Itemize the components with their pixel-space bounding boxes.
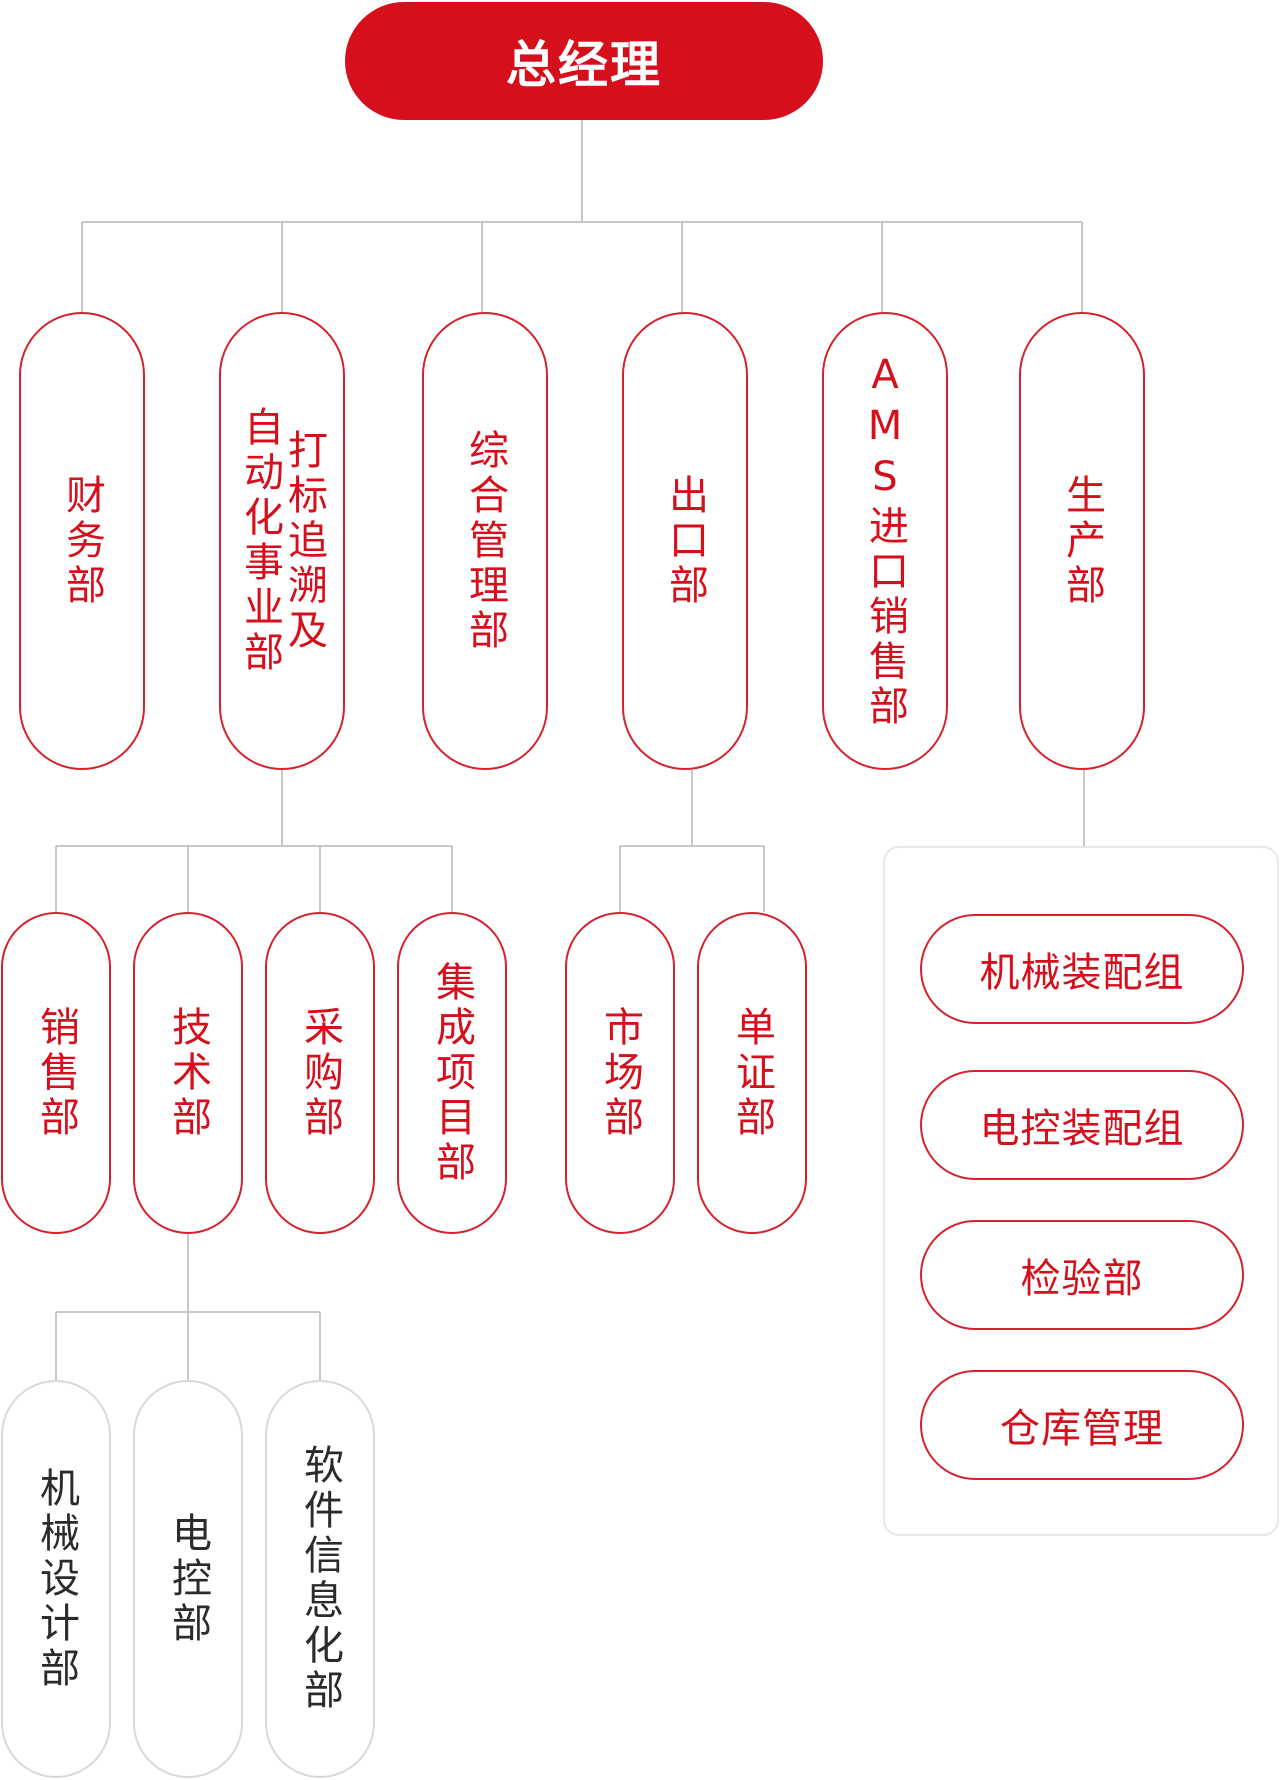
node-electrical-control: 电控部 <box>133 1380 243 1778</box>
node-inspection-label: 检验部 <box>1020 1256 1144 1302</box>
node-mechanical-assembly-label: 机械装配组 <box>979 950 1185 996</box>
node-mechanical-assembly: 机械装配组 <box>920 914 1244 1024</box>
node-warehouse: 仓库管理 <box>920 1370 1244 1480</box>
node-inspection: 检验部 <box>920 1220 1244 1330</box>
node-electrical-control-label: 电控部 <box>165 1511 211 1647</box>
node-tech-label: 技术部 <box>165 1005 211 1141</box>
node-software-it-label: 软件信息化部 <box>297 1444 343 1714</box>
node-sales: 销售部 <box>1 912 111 1234</box>
node-electrical-assembly: 电控装配组 <box>920 1070 1244 1180</box>
node-purchase-label: 采购部 <box>297 1005 343 1141</box>
node-finance-label: 财务部 <box>59 473 105 609</box>
node-automation-text: 打标追溯及 自动化事业部 <box>237 406 327 676</box>
node-purchase: 采购部 <box>265 912 375 1234</box>
node-sales-label: 销售部 <box>33 1005 79 1141</box>
node-integration: 集成项目部 <box>397 912 507 1234</box>
node-documents-label: 单证部 <box>729 1005 775 1141</box>
node-software-it: 软件信息化部 <box>265 1380 375 1778</box>
node-admin-label: 综合管理部 <box>462 428 508 654</box>
node-production: 生产部 <box>1019 312 1145 770</box>
node-automation-label-line2: 自动化事业部 <box>237 406 283 676</box>
node-export: 出口部 <box>622 312 748 770</box>
node-mechanical-design-label: 机械设计部 <box>33 1466 79 1692</box>
node-market-label: 市场部 <box>597 1005 643 1141</box>
node-mechanical-design: 机械设计部 <box>1 1380 111 1778</box>
node-ams: AMS进口销售部 <box>822 312 948 770</box>
node-electrical-assembly-label: 电控装配组 <box>979 1106 1185 1152</box>
node-documents: 单证部 <box>697 912 807 1234</box>
node-export-label: 出口部 <box>662 473 708 609</box>
node-finance: 财务部 <box>19 312 145 770</box>
node-market: 市场部 <box>565 912 675 1234</box>
general-manager-label: 总经理 <box>506 36 662 94</box>
general-manager-node: 总经理 <box>345 2 823 120</box>
node-production-label: 生产部 <box>1059 473 1105 609</box>
node-tech: 技术部 <box>133 912 243 1234</box>
node-admin: 综合管理部 <box>422 312 548 770</box>
node-integration-label: 集成项目部 <box>429 960 475 1186</box>
node-warehouse-label: 仓库管理 <box>1000 1406 1164 1452</box>
node-automation-label-line1: 打标追溯及 <box>281 428 327 654</box>
node-automation: 打标追溯及 自动化事业部 <box>219 312 345 770</box>
node-ams-label: AMS进口销售部 <box>862 352 908 730</box>
